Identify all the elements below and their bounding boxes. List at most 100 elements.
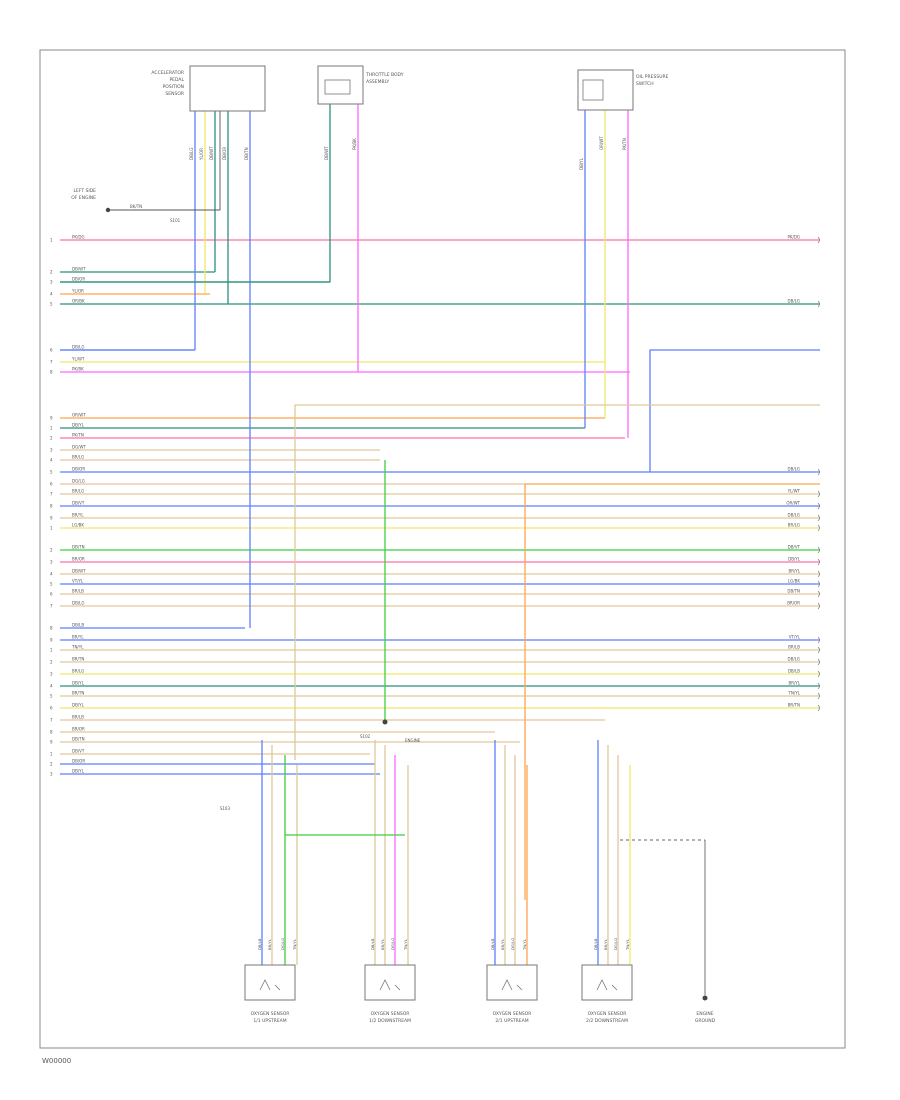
- row-end-arrow: [817, 558, 820, 566]
- row-number: 7: [50, 360, 53, 365]
- vertical-wire-label: TN/YL: [625, 938, 630, 951]
- ground-node-left: [105, 207, 111, 213]
- row-end-arrow: [817, 590, 820, 598]
- row-end-arrow: [817, 236, 820, 244]
- row-label-right: YL/WT: [787, 489, 801, 494]
- row-label-right: DB/LB: [788, 669, 800, 674]
- jumper-orange: [524, 483, 820, 900]
- row-label-left: BR/LG: [72, 455, 84, 460]
- component-box-bot2: [364, 964, 416, 1001]
- row-number: 9: [50, 638, 53, 643]
- row-end-arrow: [817, 704, 820, 712]
- row-label-left: DB/OR: [72, 277, 85, 282]
- row-label-right: BR/YL: [788, 681, 800, 686]
- vertical-wire-label: DB/LG: [189, 148, 194, 161]
- row-label-left: DB/LG: [72, 345, 85, 350]
- vertical-wire-label: DG/LG: [510, 938, 515, 950]
- row-number: 3: [50, 448, 53, 453]
- vertical-wire-label: DB/YL: [579, 157, 584, 170]
- vertical-wire-label: DB/LB: [257, 938, 262, 950]
- row-label-left: DB/YL: [72, 681, 85, 686]
- vertical-wire-label: BR/YL: [603, 938, 608, 950]
- row-label-right: DB/LG: [788, 467, 801, 472]
- vertical-wire-label: DB/LB: [593, 938, 598, 950]
- component-label-top1: PEDAL: [169, 77, 184, 83]
- row-label-left: DG/WT: [72, 445, 86, 450]
- vertical-wire-label: DB/LB: [370, 938, 375, 950]
- row-label-left: BR/OR: [72, 727, 85, 732]
- component-label-top2: THROTTLE BODY: [365, 72, 404, 78]
- component-inner-top2: [324, 79, 351, 95]
- row-end-arrow: [817, 514, 820, 522]
- row-number: 1: [50, 526, 53, 531]
- row-end-arrow: [817, 670, 820, 678]
- component-label-top1: POSITION: [163, 84, 184, 90]
- row-end-arrow: [817, 546, 820, 554]
- row-number: 8: [50, 730, 53, 735]
- sensor-symbol: [259, 979, 281, 991]
- row-label-left: DB/WT: [72, 267, 86, 272]
- row-number: 5: [50, 582, 53, 587]
- component-label-top1: SENSOR: [165, 91, 184, 97]
- vertical-wire-label: DG/LG: [613, 938, 618, 950]
- component-layer: [105, 65, 708, 1001]
- jumper-blue: [649, 349, 820, 472]
- row-label-left: BR/YL: [72, 635, 84, 640]
- top2-wire-1: [60, 104, 331, 283]
- vertical-wire-label: DB/TN: [244, 147, 249, 160]
- row-number: 2: [50, 660, 53, 665]
- row-number: 5: [50, 302, 53, 307]
- row-label-left: TN/YL: [71, 645, 84, 650]
- row-label-left: YL/WT: [71, 357, 85, 362]
- row-number: 3: [50, 672, 53, 677]
- row-label-left: VT/YL: [72, 579, 84, 584]
- vertical-wire-label: TN/YL: [403, 938, 408, 951]
- component-label-bot1: OXYGEN SENSOR: [251, 1011, 290, 1017]
- splice-label: S102: [360, 734, 371, 739]
- component-label-bot2: OXYGEN SENSOR: [371, 1011, 410, 1017]
- component-label-bot4: 2/2 DOWNSTREAM: [586, 1018, 628, 1024]
- row-end-arrow: [817, 682, 820, 690]
- row-end-arrow: [817, 490, 820, 498]
- row-number: 4: [50, 572, 53, 577]
- ground-right-label: ENGINE: [696, 1011, 713, 1017]
- row-label-left: LG/BK: [72, 523, 84, 528]
- row-label-left: DB/VT: [72, 501, 85, 506]
- row-number: 9: [50, 740, 53, 745]
- row-end-arrow: [817, 658, 820, 666]
- row-number: 2: [50, 436, 53, 441]
- row-label-left: PK/TN: [72, 433, 84, 438]
- row-end-arrow: [817, 692, 820, 700]
- row-label-left: BR/LG: [72, 669, 84, 674]
- component-label-bot3: OXYGEN SENSOR: [493, 1011, 532, 1017]
- splice-label: S103: [220, 806, 231, 811]
- row-end-arrow: [817, 646, 820, 654]
- row-label-right: BR/LG: [788, 523, 800, 528]
- component-box-bot1: [244, 964, 296, 1001]
- row-number: 6: [50, 482, 53, 487]
- vertical-wire-label: BR/YL: [380, 938, 385, 950]
- row-label-left: DB/LB: [72, 623, 84, 628]
- row-label-right: PK/DG: [787, 235, 800, 240]
- vertical-wire-label: DG/LG: [390, 938, 395, 950]
- component-inner-top3: [582, 79, 604, 101]
- row-number: 2: [50, 270, 53, 275]
- row-end-arrow: [817, 502, 820, 510]
- ground-left-label: OF ENGINE: [71, 195, 96, 201]
- component-label-bot3: 2/1 UPSTREAM: [495, 1018, 528, 1024]
- row-end-arrow: [817, 524, 820, 532]
- splice-label: S101: [170, 218, 181, 223]
- vertical-wire-label: DB/WT: [209, 146, 214, 160]
- row-number: 6: [50, 706, 53, 711]
- component-label-top3: SWITCH: [636, 81, 654, 87]
- row-number: 4: [50, 684, 53, 689]
- row-label-left: BR/TN: [72, 657, 84, 662]
- row-number: 7: [50, 718, 53, 723]
- row-label-right: DB/TN: [787, 589, 800, 594]
- row-number: 9: [50, 516, 53, 521]
- component-label-bot4: OXYGEN SENSOR: [588, 1011, 627, 1017]
- row-label-left: DB/YL: [72, 703, 85, 708]
- vertical-wire-label: BR/YL: [267, 938, 272, 950]
- row-label-left: BR/YL: [72, 513, 84, 518]
- vertical-wire-label: BR/YL: [500, 938, 505, 950]
